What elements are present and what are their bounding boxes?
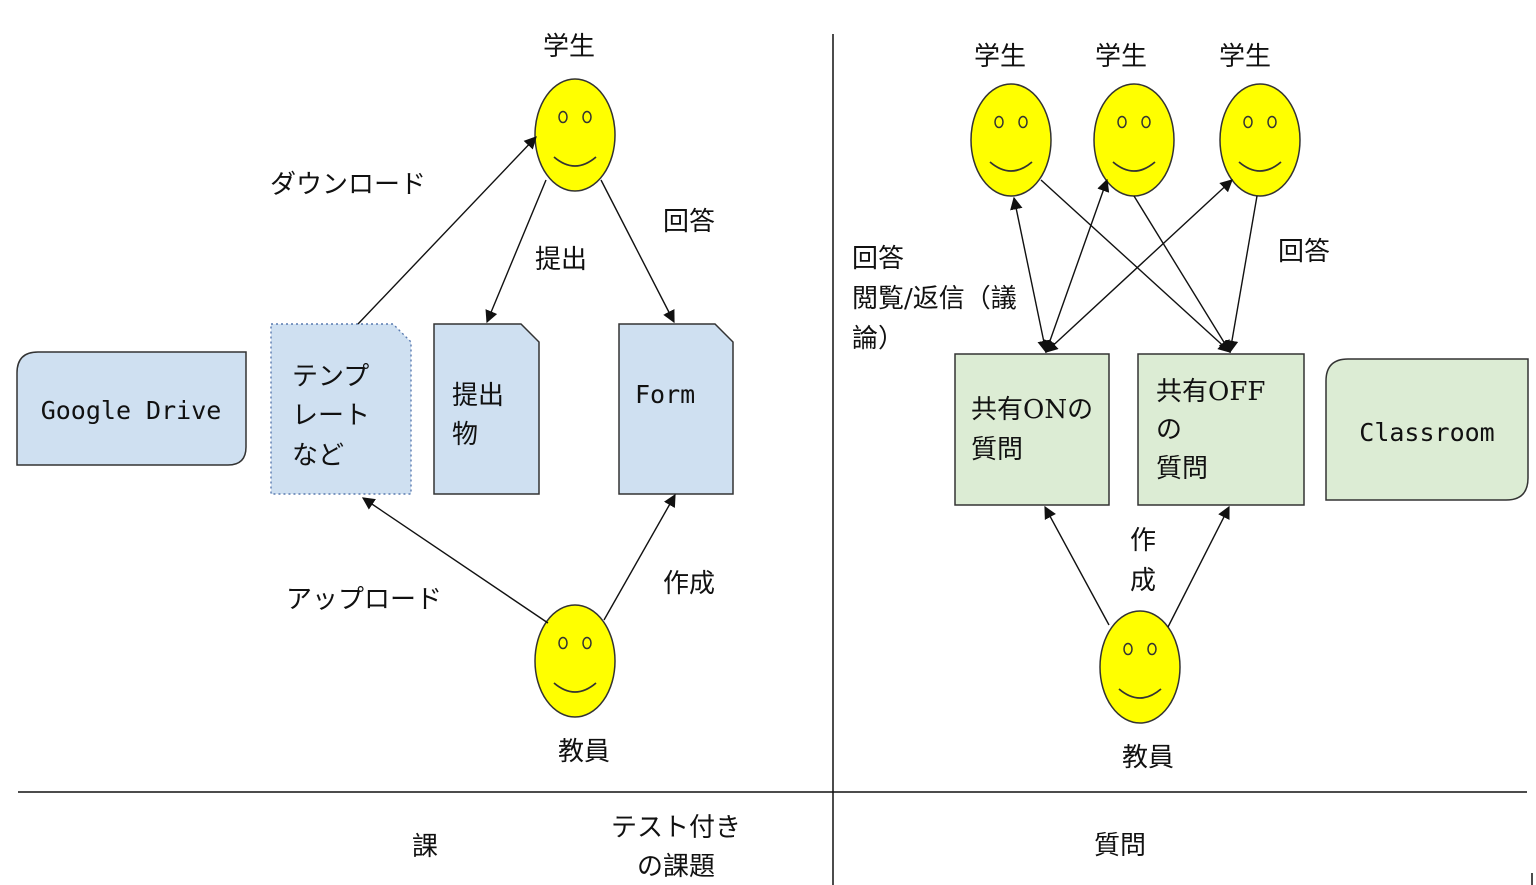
shared-on-question-box bbox=[954, 353, 1110, 506]
shared-off-label-3: 質問 bbox=[1156, 454, 1208, 484]
template-doc-box bbox=[270, 323, 412, 495]
footer-assignment-label: 課 bbox=[412, 832, 438, 862]
right-student-2-smiley-icon bbox=[1093, 83, 1175, 197]
edge-answer-1 bbox=[1040, 179, 1231, 353]
template-label-2: レート bbox=[292, 401, 370, 431]
edge-submit-label: 提出 bbox=[535, 245, 587, 275]
submission-doc-box bbox=[433, 323, 540, 495]
form-label: Form bbox=[635, 380, 695, 409]
edge-create-on bbox=[1044, 505, 1110, 626]
footer-question-label: 質問 bbox=[1094, 831, 1146, 861]
classroom-label: Classroom bbox=[1359, 418, 1494, 447]
shared-on-label-1: 共有ONの bbox=[971, 395, 1093, 425]
edge-view-1 bbox=[1010, 196, 1050, 354]
right-teacher-smiley-icon bbox=[1099, 610, 1181, 724]
edge-download-label: ダウンロード bbox=[270, 170, 426, 200]
edge-answer-label: 回答 bbox=[663, 207, 715, 237]
classroom-box bbox=[1325, 358, 1529, 501]
edge-answer-2 bbox=[1133, 195, 1231, 354]
shared-on-label-2: 質問 bbox=[971, 435, 1023, 465]
right-student-3-smiley-icon bbox=[1219, 83, 1301, 197]
edge-view-label-3: 論） bbox=[852, 324, 904, 354]
edge-create-label: 作成 bbox=[663, 569, 715, 599]
left-student-smiley-icon bbox=[534, 78, 616, 192]
right-student-1-smiley-icon bbox=[970, 83, 1052, 197]
edge-answer-3 bbox=[1225, 195, 1258, 354]
edge-view-label-2: 閲覧/返信（議 bbox=[852, 284, 1017, 314]
right-student-label-2: 学生 bbox=[1095, 42, 1147, 72]
footer-quiz-label-1: テスト付き bbox=[611, 813, 741, 843]
submission-label-2: 物 bbox=[452, 420, 478, 450]
edge-upload bbox=[361, 497, 549, 624]
right-student-label-3: 学生 bbox=[1219, 42, 1271, 72]
google-drive-label: Google Drive bbox=[41, 396, 222, 425]
form-doc-box bbox=[618, 323, 734, 495]
edge-submit bbox=[485, 179, 547, 324]
left-teacher-label: 教員 bbox=[558, 737, 610, 767]
edge-create-label-right-1: 作 bbox=[1130, 526, 1156, 556]
left-student-label: 学生 bbox=[543, 32, 595, 62]
template-label-1: テンプ bbox=[292, 362, 369, 392]
edge-view-2 bbox=[1043, 178, 1110, 354]
shared-off-question-box bbox=[1137, 353, 1305, 506]
edge-view-3 bbox=[1045, 179, 1233, 353]
edge-view-label-1: 回答 bbox=[852, 244, 904, 274]
edge-create-label-right-2: 成 bbox=[1130, 566, 1156, 596]
edge-create-form bbox=[603, 493, 676, 621]
edge-download bbox=[357, 136, 537, 325]
edge-upload-label: アップロード bbox=[286, 585, 442, 615]
submission-label-1: 提出 bbox=[452, 381, 504, 411]
template-label-3: など bbox=[292, 441, 344, 471]
shared-off-label-2: の bbox=[1156, 415, 1182, 445]
edge-answer bbox=[600, 179, 675, 324]
google-drive-box bbox=[16, 351, 247, 466]
edge-answer-label-right: 回答 bbox=[1278, 237, 1330, 267]
footer-quiz-label-2: の課題 bbox=[637, 852, 715, 882]
right-teacher-label: 教員 bbox=[1122, 743, 1174, 773]
right-student-label-1: 学生 bbox=[974, 42, 1026, 72]
edge-create-off bbox=[1167, 505, 1230, 628]
shared-off-label-1: 共有OFF bbox=[1156, 377, 1265, 407]
